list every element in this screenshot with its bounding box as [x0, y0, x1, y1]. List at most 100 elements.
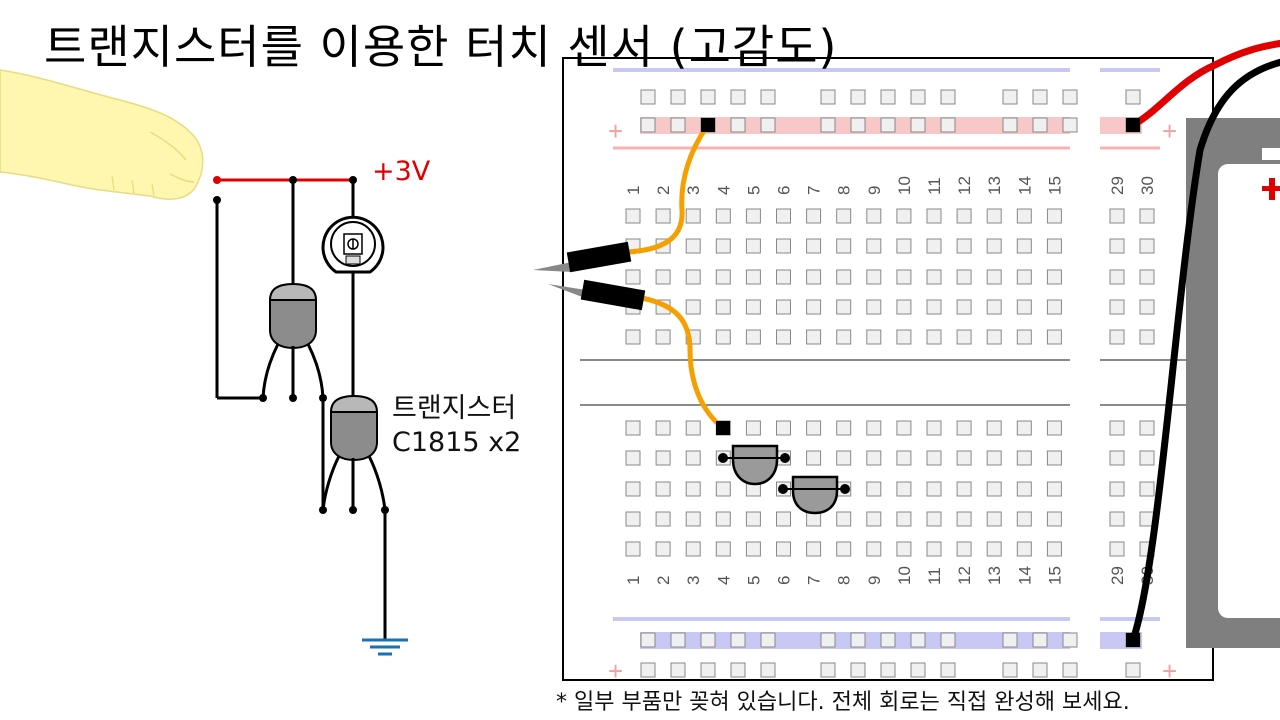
breadboard-hole — [1062, 89, 1078, 105]
breadboard-hole — [956, 541, 972, 557]
breadboard-hole — [1016, 299, 1032, 315]
breadboard-hole — [1139, 481, 1155, 497]
breadboard-hole — [896, 481, 912, 497]
breadboard-hole — [986, 450, 1002, 466]
breadboard-hole — [940, 89, 956, 105]
breadboard-hole — [1016, 238, 1032, 254]
breadboard-hole — [760, 89, 776, 105]
column-number: 6 — [775, 186, 794, 195]
column-number: 2 — [654, 576, 673, 585]
breadboard-hole — [896, 511, 912, 527]
schematic — [213, 176, 408, 656]
breadboard-hole — [685, 299, 701, 315]
breadboard-hole — [956, 208, 972, 224]
breadboard-hole — [940, 117, 956, 133]
breadboard-hole — [1002, 662, 1018, 678]
svg-text:+: + — [608, 116, 623, 146]
breadboard-hole — [730, 89, 746, 105]
breadboard-hole — [655, 450, 671, 466]
breadboard-hole — [685, 208, 701, 224]
breadboard-hole — [685, 511, 701, 527]
breadboard-hole — [1016, 329, 1032, 345]
touch-probe-1 — [533, 241, 632, 273]
transistor-1 — [259, 282, 327, 402]
breadboard-hole — [836, 269, 852, 285]
column-number: 13 — [985, 566, 1004, 585]
column-number: 10 — [895, 176, 914, 195]
breadboard-hole — [1046, 481, 1062, 497]
breadboard-hole — [910, 117, 926, 133]
ground-icon — [362, 638, 408, 656]
breadboard-hole — [685, 481, 701, 497]
breadboard-hole — [956, 511, 972, 527]
breadboard-hole — [1016, 511, 1032, 527]
column-number: 1 — [624, 576, 643, 585]
breadboard-hole — [926, 511, 942, 527]
breadboard-hole — [1032, 632, 1048, 648]
breadboard-hole — [956, 329, 972, 345]
breadboard-hole — [866, 269, 882, 285]
breadboard-hole — [896, 238, 912, 254]
touch-probe-2 — [548, 279, 646, 311]
breadboard-hole — [926, 420, 942, 436]
breadboard-hole — [1032, 89, 1048, 105]
breadboard-hole — [866, 541, 882, 557]
breadboard-hole — [1139, 299, 1155, 315]
breadboard-hole — [926, 208, 942, 224]
breadboard-hole — [866, 511, 882, 527]
breadboard-hole — [1002, 632, 1018, 648]
breadboard-hole — [776, 329, 791, 345]
breadboard-hole — [685, 238, 701, 254]
breadboard-hole — [820, 89, 836, 105]
breadboard-hole — [1139, 208, 1155, 224]
breadboard-hole — [685, 420, 701, 436]
svg-text:+: + — [1162, 656, 1177, 686]
breadboard-hole — [670, 662, 686, 678]
breadboard-hole — [1139, 450, 1155, 466]
transistor-label-name: 트랜지스터 — [392, 393, 517, 424]
breadboard-hole — [685, 450, 701, 466]
breadboard-hole — [986, 420, 1002, 436]
column-number: 13 — [985, 176, 1004, 195]
breadboard-hole — [1139, 420, 1155, 436]
breadboard-hole — [1109, 238, 1125, 254]
breadboard-hole — [625, 269, 641, 285]
breadboard-hole — [640, 117, 656, 133]
breadboard-hole — [1139, 269, 1155, 285]
breadboard-hole — [715, 269, 731, 285]
column-number: 14 — [1015, 176, 1034, 195]
breadboard-hole — [1046, 420, 1062, 436]
breadboard-hole — [730, 662, 746, 678]
breadboard-hole — [926, 299, 942, 315]
breadboard-hole — [850, 632, 866, 648]
breadboard-hole — [896, 420, 912, 436]
breadboard-hole — [956, 481, 972, 497]
column-number: 15 — [1045, 566, 1064, 585]
column-number: 6 — [775, 576, 794, 585]
breadboard-hole — [956, 269, 972, 285]
breadboard-hole — [940, 662, 956, 678]
breadboard-hole — [986, 329, 1002, 345]
breadboard-hole — [926, 238, 942, 254]
negative-wire — [1129, 58, 1280, 642]
breadboard-hole — [956, 420, 972, 436]
breadboard-hole — [745, 420, 761, 436]
supply-voltage-label: +3V — [372, 156, 431, 187]
breadboard-hole — [880, 632, 896, 648]
battery-box — [1186, 118, 1280, 648]
breadboard-hole — [850, 89, 866, 105]
transistor-label: 트랜지스터 C1815 x2 — [392, 392, 521, 460]
breadboard-hole — [820, 117, 836, 133]
breadboard-hole — [986, 511, 1002, 527]
column-number: 10 — [895, 566, 914, 585]
breadboard-hole — [1109, 269, 1125, 285]
column-number: 29 — [1108, 176, 1127, 195]
breadboard-hole — [866, 420, 882, 436]
breadboard-hole — [700, 662, 716, 678]
column-number: 11 — [925, 567, 944, 585]
breadboard-hole — [1109, 208, 1125, 224]
breadboard-hole — [986, 208, 1002, 224]
breadboard-hole — [956, 299, 972, 315]
